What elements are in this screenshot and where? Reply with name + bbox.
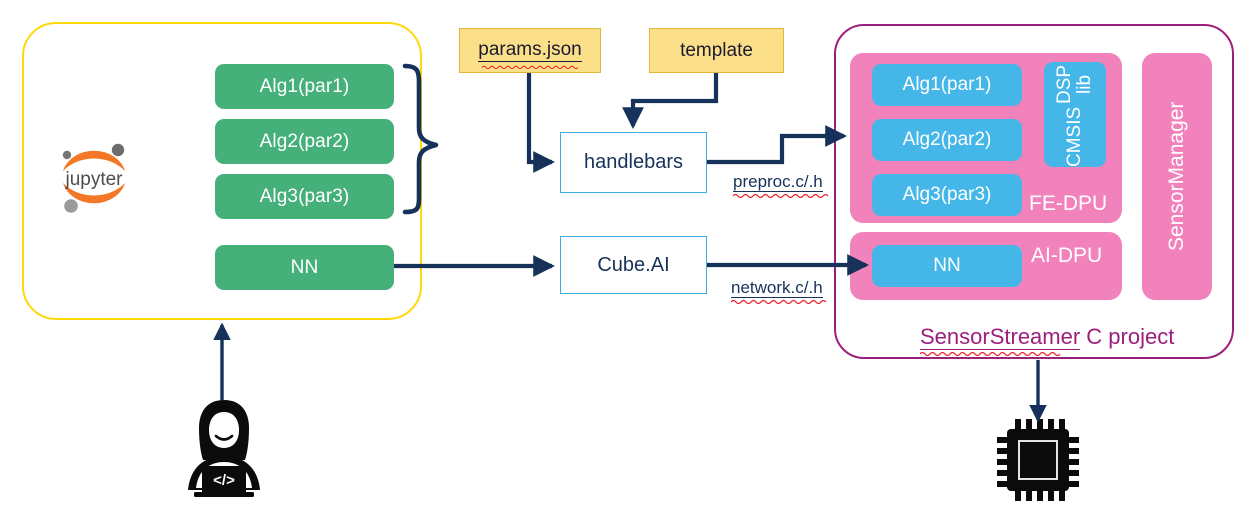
cmsis-dsp-lib-line1: CMSIS <box>1063 106 1085 167</box>
jupyter-wordmark: jupyter <box>64 169 123 190</box>
spellcheck-squiggle-icon <box>731 299 827 304</box>
project-caption-suffix: C project <box>1080 324 1175 349</box>
project-caption: SensorStreamer C project <box>920 324 1174 356</box>
microcontroller-chip-icon <box>995 417 1081 503</box>
arrow-params-to-handlebars <box>526 73 556 173</box>
params-json-label: params.json <box>478 39 582 62</box>
network-output-text: network.c/.h <box>731 278 823 298</box>
spellcheck-squiggle-icon <box>920 351 1060 356</box>
cmsis-dsp-lib-module[interactable]: CMSIS DSP lib <box>1044 62 1106 167</box>
arrow-handlebars-to-fedpu <box>707 125 848 165</box>
fe-dpu-label: FE-DPU <box>1029 192 1108 215</box>
code-glyph: </> <box>213 472 235 489</box>
network-output-label: network.c/.h <box>731 278 827 304</box>
spellcheck-squiggle-icon <box>733 193 829 198</box>
sensor-manager-module[interactable]: SensorManager <box>1142 53 1212 300</box>
notebook-alg3-block[interactable]: Alg3(par3) <box>215 174 394 219</box>
notebook-alg2-block[interactable]: Alg2(par2) <box>215 119 394 164</box>
preproc-output-label: preproc.c/.h <box>733 172 829 198</box>
handlebars-tool[interactable]: handlebars <box>560 132 707 193</box>
cmsis-dsp-lib-line2: DSP lib <box>1053 64 1095 104</box>
arrow-template-to-handlebars <box>622 73 719 130</box>
template-label: template <box>680 39 753 61</box>
notebook-nn-block[interactable]: NN <box>215 245 394 290</box>
fe-dpu-alg3-module[interactable]: Alg3(par3) <box>872 174 1022 216</box>
params-json-file[interactable]: params.json <box>459 28 601 73</box>
fe-dpu-alg1-label: Alg1(par1) <box>902 74 992 95</box>
template-file[interactable]: template <box>649 28 784 73</box>
cube-ai-label: Cube.AI <box>597 253 670 276</box>
cube-ai-tool[interactable]: Cube.AI <box>560 236 707 294</box>
notebook-alg1-block[interactable]: Alg1(par1) <box>215 64 394 109</box>
project-caption-name: SensorStreamer <box>920 324 1081 350</box>
notebook-nn-label: NN <box>290 256 319 278</box>
fe-dpu-alg2-module[interactable]: Alg2(par2) <box>872 119 1022 161</box>
ai-dpu-nn-module[interactable]: NN <box>872 245 1022 287</box>
ai-dpu-label: AI-DPU <box>1031 244 1103 267</box>
developer-icon: </> <box>178 398 270 498</box>
spellcheck-squiggle-icon <box>481 65 579 69</box>
fe-dpu-alg2-label: Alg2(par2) <box>902 129 992 150</box>
notebook-alg1-label: Alg1(par1) <box>259 75 350 97</box>
jupyter-logo: jupyter <box>53 133 135 217</box>
ai-dpu-nn-label: NN <box>933 255 961 276</box>
sensor-manager-label: SensorManager <box>1165 101 1188 252</box>
preproc-output-text: preproc.c/.h <box>733 172 823 192</box>
notebook-alg2-label: Alg2(par2) <box>259 130 350 152</box>
fe-dpu-alg3-label: Alg3(par3) <box>902 184 992 205</box>
fe-dpu-alg1-module[interactable]: Alg1(par1) <box>872 64 1022 106</box>
notebook-alg3-label: Alg3(par3) <box>259 185 350 207</box>
handlebars-label: handlebars <box>584 151 683 173</box>
